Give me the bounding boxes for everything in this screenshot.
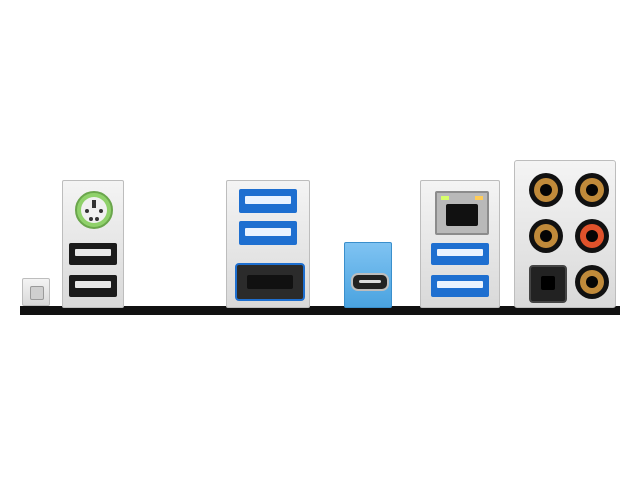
usb3-port[interactable] bbox=[431, 275, 489, 297]
usb3-hdmi-stack bbox=[226, 180, 310, 308]
usb-tongue bbox=[75, 281, 111, 288]
lan-opening bbox=[446, 204, 478, 226]
optical-opening bbox=[541, 276, 555, 290]
usb2-port[interactable] bbox=[69, 275, 117, 297]
usb-tongue bbox=[75, 249, 111, 256]
io-shield-base bbox=[20, 306, 620, 315]
audio-block bbox=[514, 160, 616, 308]
audio-jack[interactable] bbox=[529, 219, 563, 253]
usb3-port[interactable] bbox=[239, 189, 297, 213]
audio-jack[interactable] bbox=[575, 265, 609, 299]
usb-tongue bbox=[437, 281, 483, 288]
lan-led-icon bbox=[441, 196, 449, 200]
usb-tongue bbox=[437, 249, 483, 256]
usb3-port[interactable] bbox=[239, 221, 297, 245]
lan-led-icon bbox=[475, 196, 483, 200]
optical-spdif-out[interactable] bbox=[529, 265, 567, 303]
usb-tongue bbox=[245, 228, 291, 236]
ps2-pin-icon bbox=[95, 217, 99, 221]
ps2-port[interactable] bbox=[75, 191, 113, 229]
usb-c-tongue bbox=[359, 280, 381, 283]
usb-c-housing bbox=[344, 242, 392, 308]
usb-c-port[interactable] bbox=[351, 273, 389, 291]
ps2-usb-stack bbox=[62, 180, 124, 308]
ps2-pin-icon bbox=[92, 200, 96, 208]
hdmi-opening bbox=[247, 275, 293, 289]
lan-usb3-stack bbox=[420, 180, 500, 308]
ps2-pin-icon bbox=[89, 217, 93, 221]
bios-flashback-button[interactable] bbox=[30, 286, 44, 300]
audio-jack[interactable] bbox=[575, 173, 609, 207]
usb3-port[interactable] bbox=[431, 243, 489, 265]
audio-jack[interactable] bbox=[575, 219, 609, 253]
usb2-port[interactable] bbox=[69, 243, 117, 265]
ps2-pin-icon bbox=[85, 209, 89, 213]
bios-button-housing bbox=[22, 278, 50, 306]
ps2-pin-icon bbox=[99, 209, 103, 213]
hdmi-port[interactable] bbox=[235, 263, 305, 301]
audio-jack[interactable] bbox=[529, 173, 563, 207]
usb-tongue bbox=[245, 196, 291, 204]
lan-port[interactable] bbox=[435, 191, 489, 235]
